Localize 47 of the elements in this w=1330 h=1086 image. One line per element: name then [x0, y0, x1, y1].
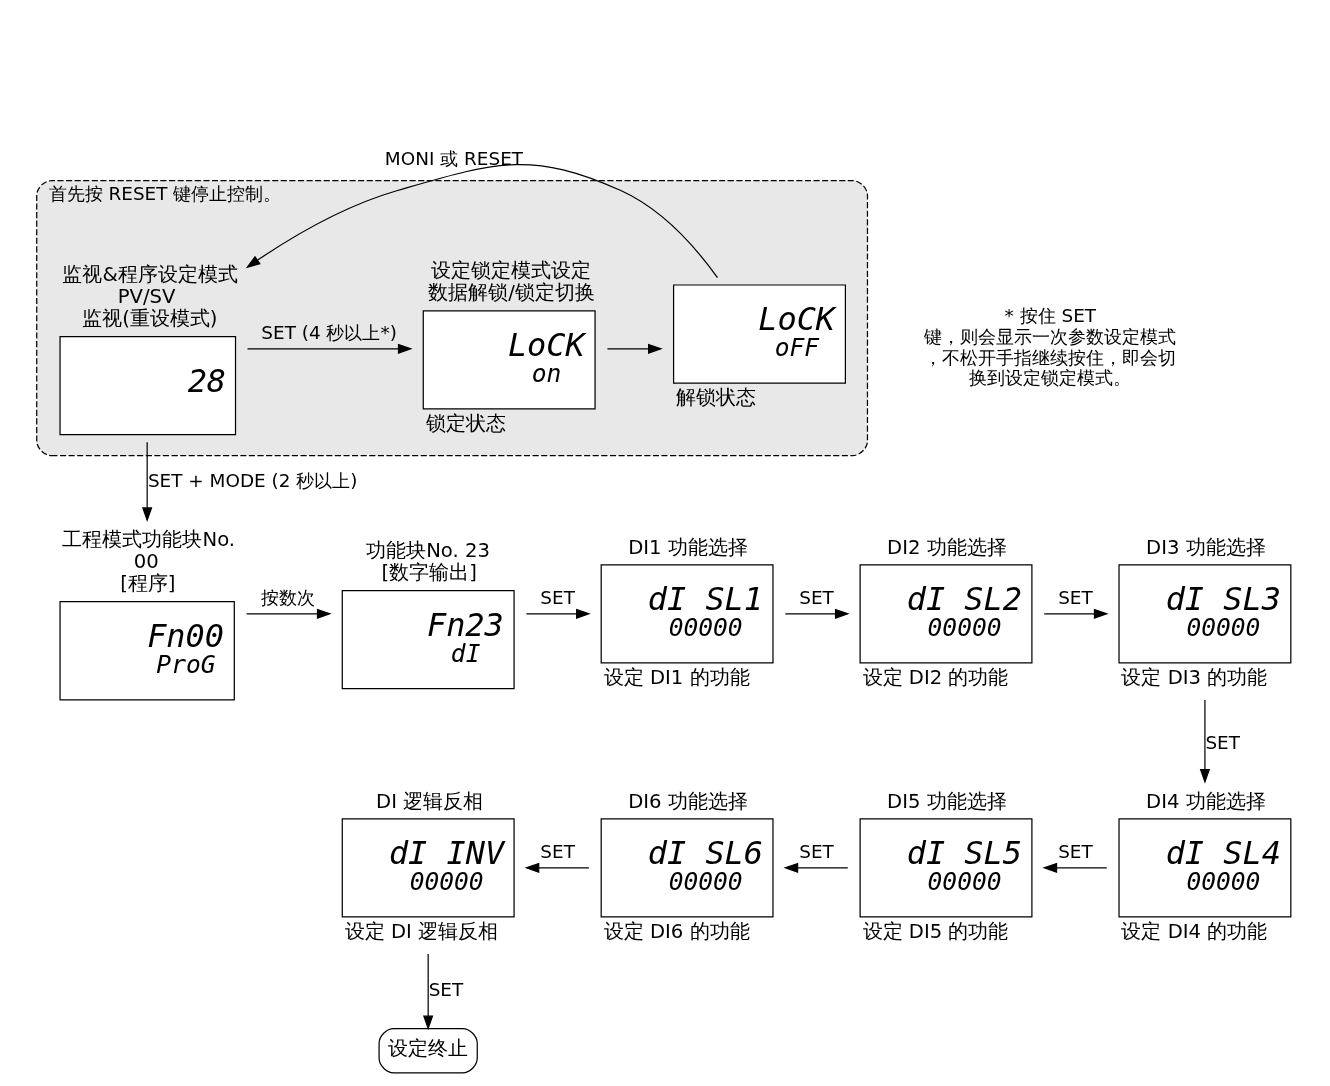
node-label: 设定 DI6 的功能	[603, 919, 750, 943]
arrow	[246, 608, 332, 620]
edge-label: SET	[1058, 587, 1093, 609]
node-label: 设定锁定模式设定数据解锁/锁定切换	[428, 259, 595, 305]
arrow	[1042, 862, 1108, 874]
arrow	[246, 343, 413, 354]
node-label: 设定 DI5 的功能	[862, 919, 1009, 943]
node-label: 解锁状态	[676, 385, 757, 409]
edge-label: SET	[428, 978, 464, 1000]
node-label: DI 逻辑反相	[376, 789, 484, 813]
edge-label: MONI 或 RESET	[384, 147, 524, 169]
label: * 按住 SET 键，则会显示一次参数设定模式，不松开手指继续按住，即会切换到设定锁定模式。	[924, 304, 1177, 389]
node-label: 锁定状态	[425, 411, 506, 435]
node-label: DI6 功能选择	[628, 789, 748, 813]
arrow	[784, 608, 850, 620]
arrow	[783, 862, 849, 874]
node-label: DI3 功能选择	[1146, 535, 1266, 559]
node-label: DI5 功能选择	[887, 789, 1007, 813]
arrow	[1043, 608, 1109, 620]
node-label: 设定 DI 逻辑反相	[344, 919, 499, 943]
node-label: 设定 DI2 的功能	[862, 665, 1009, 689]
edge-label: SET	[799, 841, 834, 863]
edge-label: SET	[1205, 731, 1240, 753]
arrow	[606, 343, 663, 354]
node-label: 设定 DI1 的功能	[603, 665, 750, 689]
node-label: 设定 DI4 的功能	[1121, 919, 1268, 943]
node-label: DI2 功能选择	[887, 535, 1007, 559]
node-label: 工程模式功能块No.00 [程序]	[62, 528, 236, 596]
arrow	[245, 164, 719, 279]
arrow	[1199, 699, 1211, 784]
arrow	[142, 441, 153, 523]
node-label: 功能块No. 23 [数字输出]	[366, 539, 490, 585]
edge-label: SET (4 秒以上*)	[261, 321, 397, 343]
edge-label: SET	[540, 587, 575, 609]
edge-label: 按数次	[261, 587, 316, 609]
node-box: 设定终止	[378, 1028, 478, 1074]
arrow	[423, 953, 434, 1031]
arrow	[524, 862, 590, 874]
node-label: 监视&程序设定模式PV/SV 监视(重设模式)	[62, 263, 238, 331]
arrow	[525, 608, 591, 620]
node-label: 设定 DI3 的功能	[1121, 665, 1268, 689]
edge-label: SET	[540, 841, 575, 863]
edge-label: SET	[799, 587, 834, 609]
edge-label: SET + MODE (2 秒以上)	[147, 470, 358, 492]
node-label: DI4 功能选择	[1146, 789, 1266, 813]
edge-label: SET	[1058, 841, 1093, 863]
node-label: DI1 功能选择	[628, 535, 748, 559]
